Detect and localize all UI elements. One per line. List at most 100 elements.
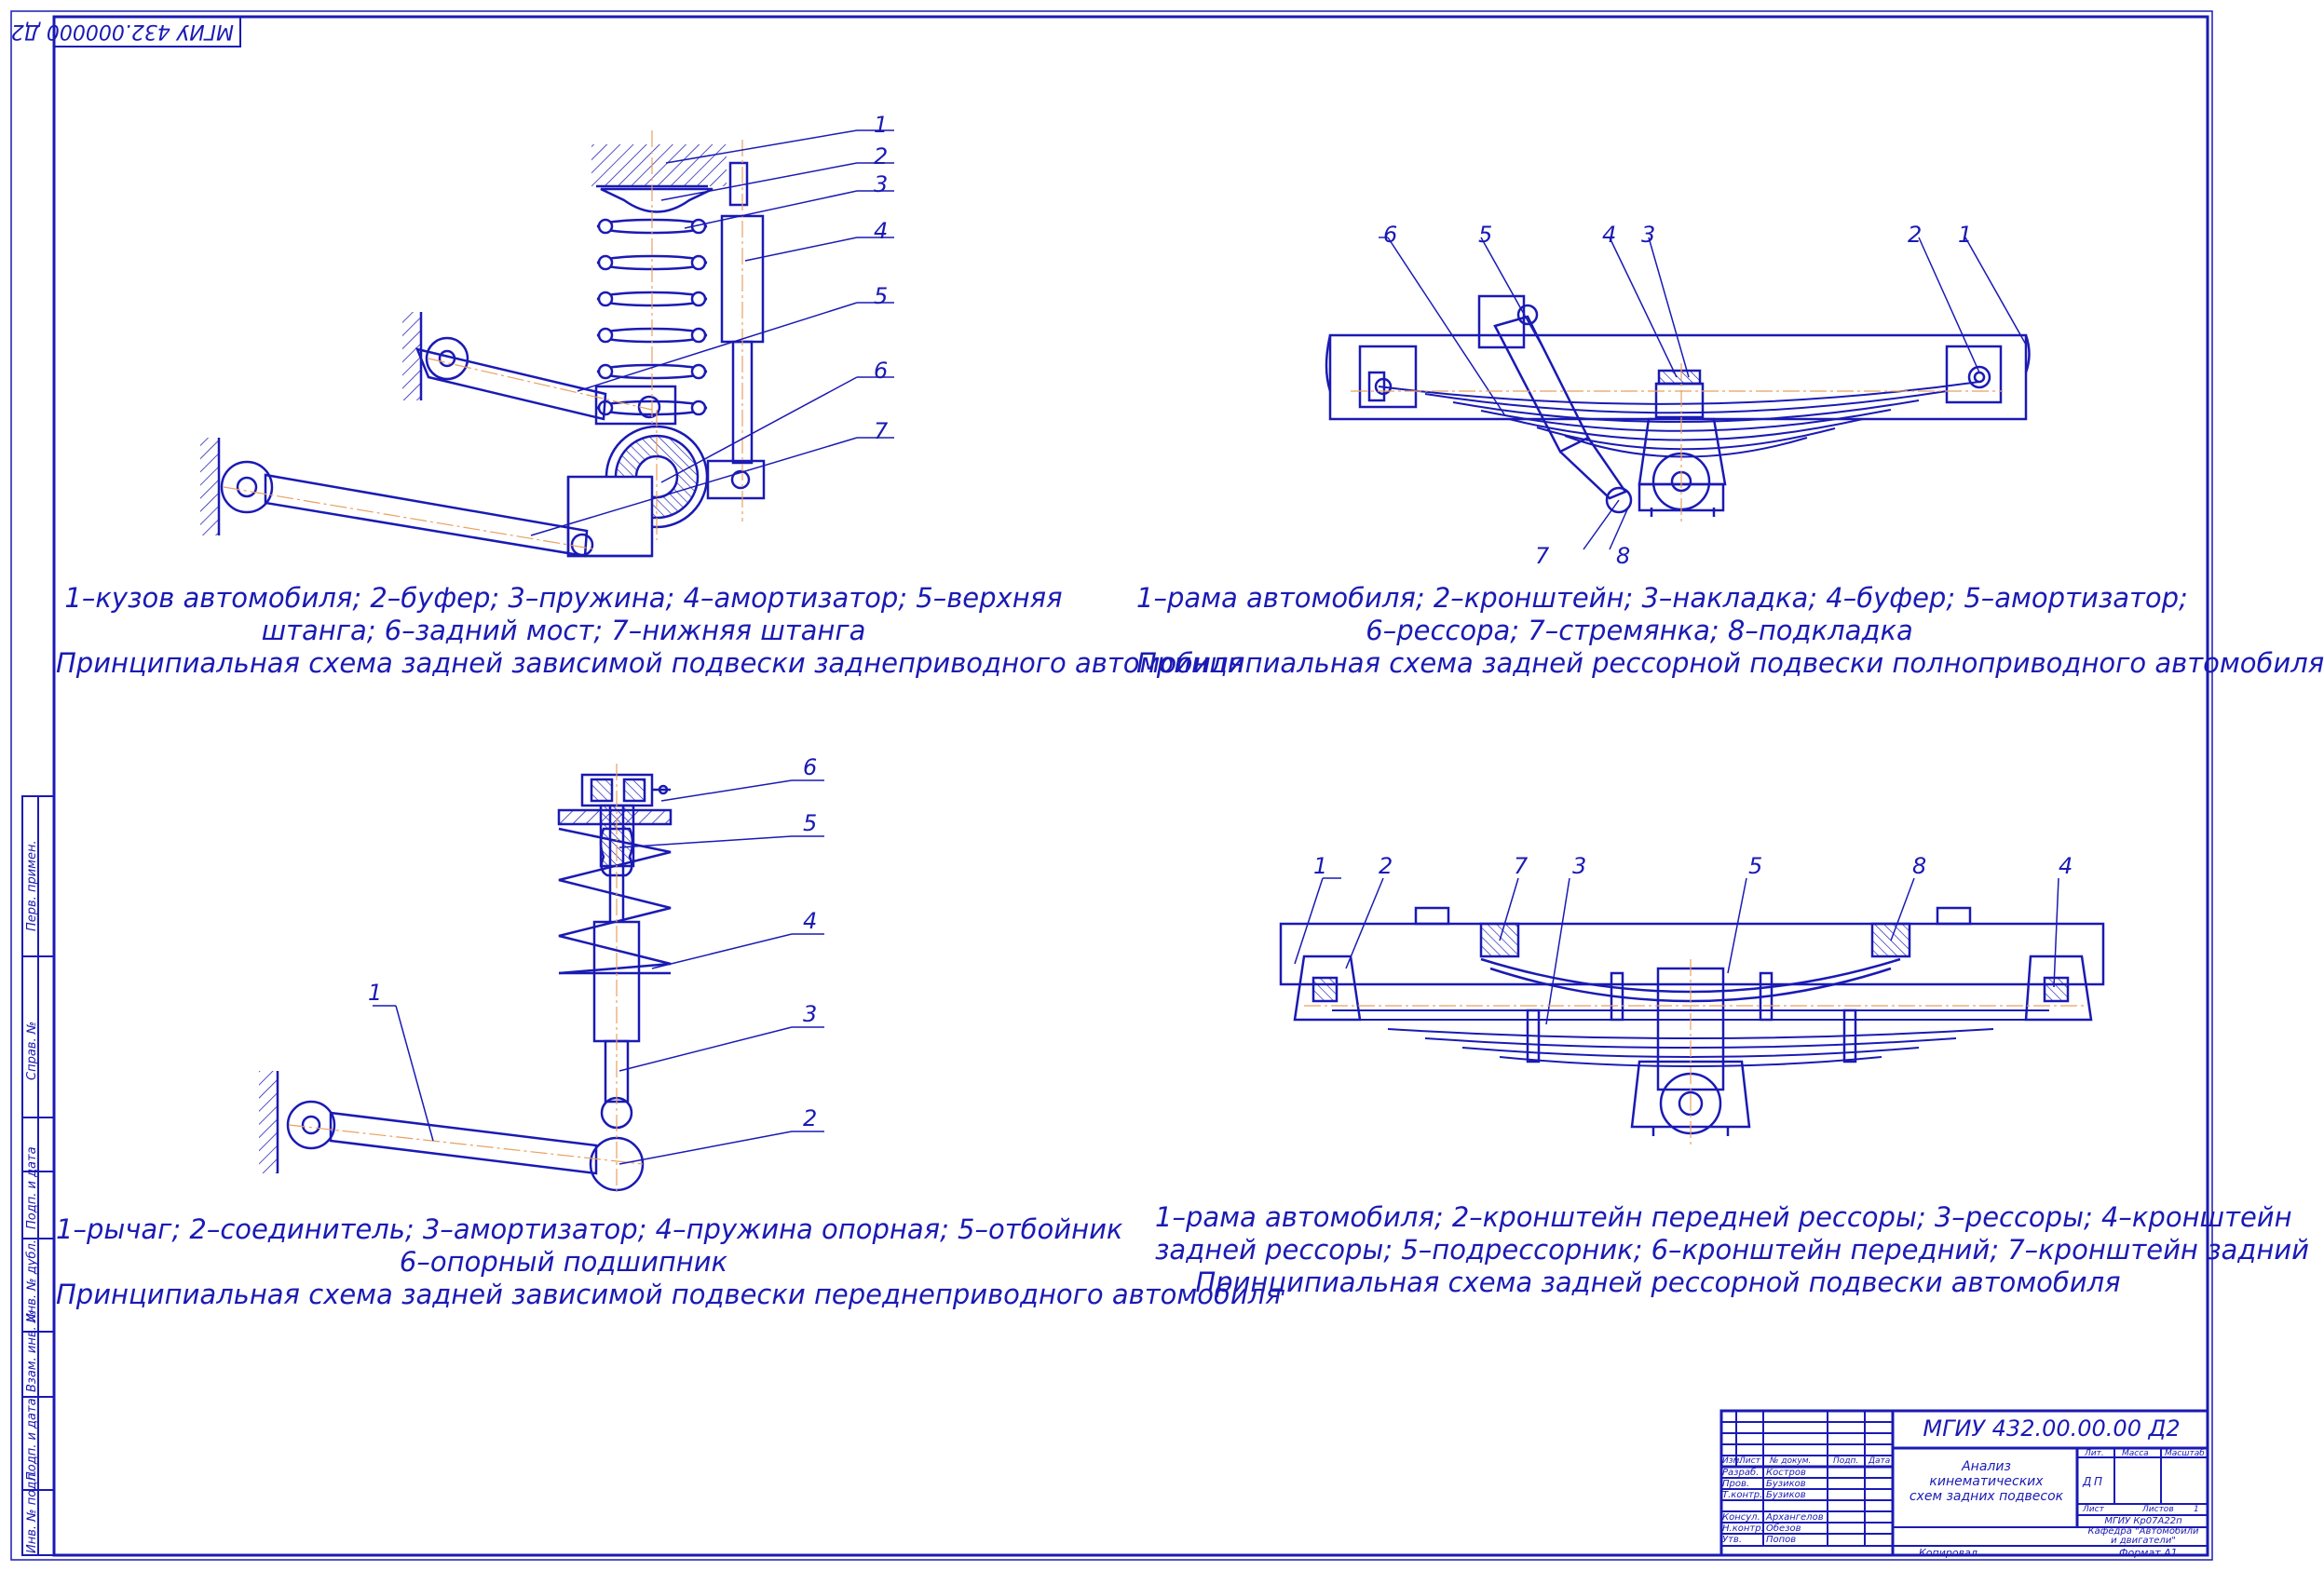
fig4-diagram	[1279, 877, 2105, 1145]
fig1-diagram	[200, 129, 894, 558]
fig1-callout-4: 4	[874, 218, 889, 244]
fig3-callout-2: 2	[803, 1105, 818, 1131]
fig2-legend-line1: 1–рама автомобиля; 2–кронштейн; 3–наклад…	[1136, 582, 2188, 614]
tb-designation: МГИУ 432.00.00.00 Д2	[1923, 1415, 2181, 1442]
fig4-callout-7: 7	[1514, 853, 1529, 879]
fig2-callout-3: 3	[1641, 222, 1656, 248]
tb-org-3: и двигатели"	[2111, 1536, 2176, 1546]
rotated-stamp: МГИУ 432.000000 Д2	[10, 20, 234, 43]
tb-scale-header: Масштаб	[2165, 1449, 2205, 1458]
fig2-callout-7: 7	[1535, 543, 1550, 569]
fig4-title: Принципиальная схема задней рессорной по…	[1195, 1266, 2121, 1298]
fig4-callout-4: 4	[2059, 853, 2073, 879]
tb-mass-header: Масса	[2122, 1449, 2149, 1458]
tb-name-6: Попов	[1766, 1535, 1797, 1545]
fig1-callout-6: 6	[874, 358, 889, 384]
tb-name-3: Бузиков	[1766, 1490, 1806, 1500]
fig2-legend-line2: 6–рессора; 7–стремянка; 8–подкладка	[1366, 615, 1913, 646]
fig4-callout-8: 8	[1912, 853, 1927, 879]
fig1-title: Принципиальная схема задней зависимой по…	[56, 647, 1244, 679]
fig1-callout-1: 1	[874, 112, 889, 138]
fig4-callout-1: 1	[1313, 853, 1328, 879]
drawing-sheet	[10, 10, 2213, 1561]
tb-name-5: Обезов	[1766, 1524, 1801, 1534]
side-strip	[21, 795, 55, 1556]
fig1-callout-7: 7	[874, 418, 889, 444]
side-label-1: Перв. примен.	[25, 840, 39, 931]
fig2-callout-5: 5	[1478, 222, 1493, 248]
fig2-callout-2: 2	[1908, 222, 1923, 248]
tb-docname-3: схем задних подвесок	[1909, 1489, 2064, 1504]
fig4-legend-line1: 1–рама автомобиля; 2–кронштейн передней …	[1155, 1201, 2292, 1233]
tb-docname-1: Анализ	[1962, 1459, 2011, 1474]
fig3-title: Принципиальная схема задней зависимой по…	[56, 1279, 1282, 1310]
tb-copied: Копировал	[1919, 1547, 1977, 1559]
tb-col-docnum: № докум.	[1770, 1456, 1812, 1466]
tb-col-date: Дата	[1869, 1456, 1891, 1466]
tb-format: Формат А1	[2119, 1547, 2178, 1559]
fig4-legend-line2: задней рессоры; 5–подрессорник; 6–кроншт…	[1155, 1234, 2309, 1266]
lower-arm-pivot	[220, 460, 274, 514]
fig2-callout-1: 1	[1958, 222, 1973, 248]
tb-sheets-label: Листов	[2142, 1505, 2174, 1514]
fig2-callout-4: 4	[1602, 222, 1617, 248]
tb-col-list: Лист	[1739, 1456, 1760, 1466]
fig1-callout-5: 5	[874, 283, 889, 309]
tb-name-2: Бузиков	[1766, 1479, 1806, 1489]
tb-sheet-label: Лист	[2083, 1505, 2104, 1514]
fig1-callout-2: 2	[874, 143, 889, 169]
tb-lit-d: Д	[2083, 1475, 2092, 1488]
frame	[1279, 922, 2105, 986]
tb-org-2: Кафедра "Автомобили	[2087, 1526, 2199, 1537]
tb-role-6: Утв.	[1722, 1535, 1742, 1545]
fig4-callout-2: 2	[1379, 853, 1393, 879]
side-label-7: Инв. № подл.	[25, 1469, 39, 1553]
fig3-callout-4: 4	[803, 908, 818, 934]
rear-bracket	[2024, 955, 2093, 1022]
outer-frame	[10, 10, 2213, 1561]
buffer	[600, 187, 714, 213]
fig3-legend-line2: 6–опорный подшипник	[399, 1246, 728, 1278]
title-block-grid	[1719, 1409, 2209, 1557]
fig2-diagram	[1325, 237, 2031, 550]
tb-role-2: Пров.	[1722, 1479, 1750, 1489]
tb-lit-p: П	[2094, 1475, 2103, 1488]
side-label-2: Справ. №	[25, 1021, 39, 1080]
tb-sheets-count: 1	[2194, 1505, 2199, 1514]
tb-org-1: МГИУ Кр07А22п	[2104, 1516, 2182, 1526]
upper-arm-pivot	[425, 336, 469, 381]
fig3-callout-1: 1	[368, 980, 383, 1006]
tb-role-4: Консул.	[1722, 1512, 1760, 1523]
side-label-3: Подп. и дата	[25, 1146, 39, 1229]
fig2-callout-6: 6	[1383, 222, 1398, 248]
tb-lit-header: Лит.	[2085, 1449, 2104, 1458]
fig3-callout-6: 6	[803, 754, 818, 780]
tb-docname-2: кинематических	[1929, 1474, 2044, 1489]
tb-col-sign: Подп.	[1833, 1456, 1859, 1466]
lever	[329, 1111, 598, 1175]
fig2-title: Принципиальная схема задней рессорной по…	[1136, 647, 2324, 679]
fig2-callout-8: 8	[1616, 543, 1631, 569]
fig1-legend-line1: 1–кузов автомобиля; 2–буфер; 3–пружина; …	[64, 582, 1063, 614]
tb-role-5: Н.контр.	[1722, 1524, 1764, 1534]
fig4-callout-5: 5	[1748, 853, 1763, 879]
inner-frame	[52, 15, 2209, 1557]
tb-role-1: Разраб.	[1722, 1468, 1760, 1478]
tb-name-1: Костров	[1766, 1468, 1806, 1478]
fig3-diagram	[259, 764, 824, 1192]
lever-pivot	[286, 1100, 336, 1150]
tb-name-4: Архангелов	[1766, 1512, 1824, 1523]
fig1-callout-3: 3	[874, 171, 889, 197]
stamp-box	[53, 16, 241, 47]
body-hatch	[591, 144, 727, 186]
tb-role-3: Т.контр.	[1722, 1490, 1763, 1500]
fig3-callout-5: 5	[803, 810, 818, 836]
side-label-6: Подп. и дата	[25, 1398, 39, 1481]
lower-arm	[264, 473, 589, 558]
side-label-5: Взам. инв. №	[25, 1309, 39, 1392]
fig1-legend-line2: штанга; 6–задний мост; 7–нижняя штанга	[261, 615, 866, 646]
upper-arm	[415, 347, 607, 421]
fig4-callout-3: 3	[1572, 853, 1587, 879]
fig3-legend-line1: 1–рычаг; 2–соединитель; 3–амортизатор; 4…	[56, 1213, 1123, 1245]
fig3-callout-3: 3	[803, 1001, 818, 1027]
